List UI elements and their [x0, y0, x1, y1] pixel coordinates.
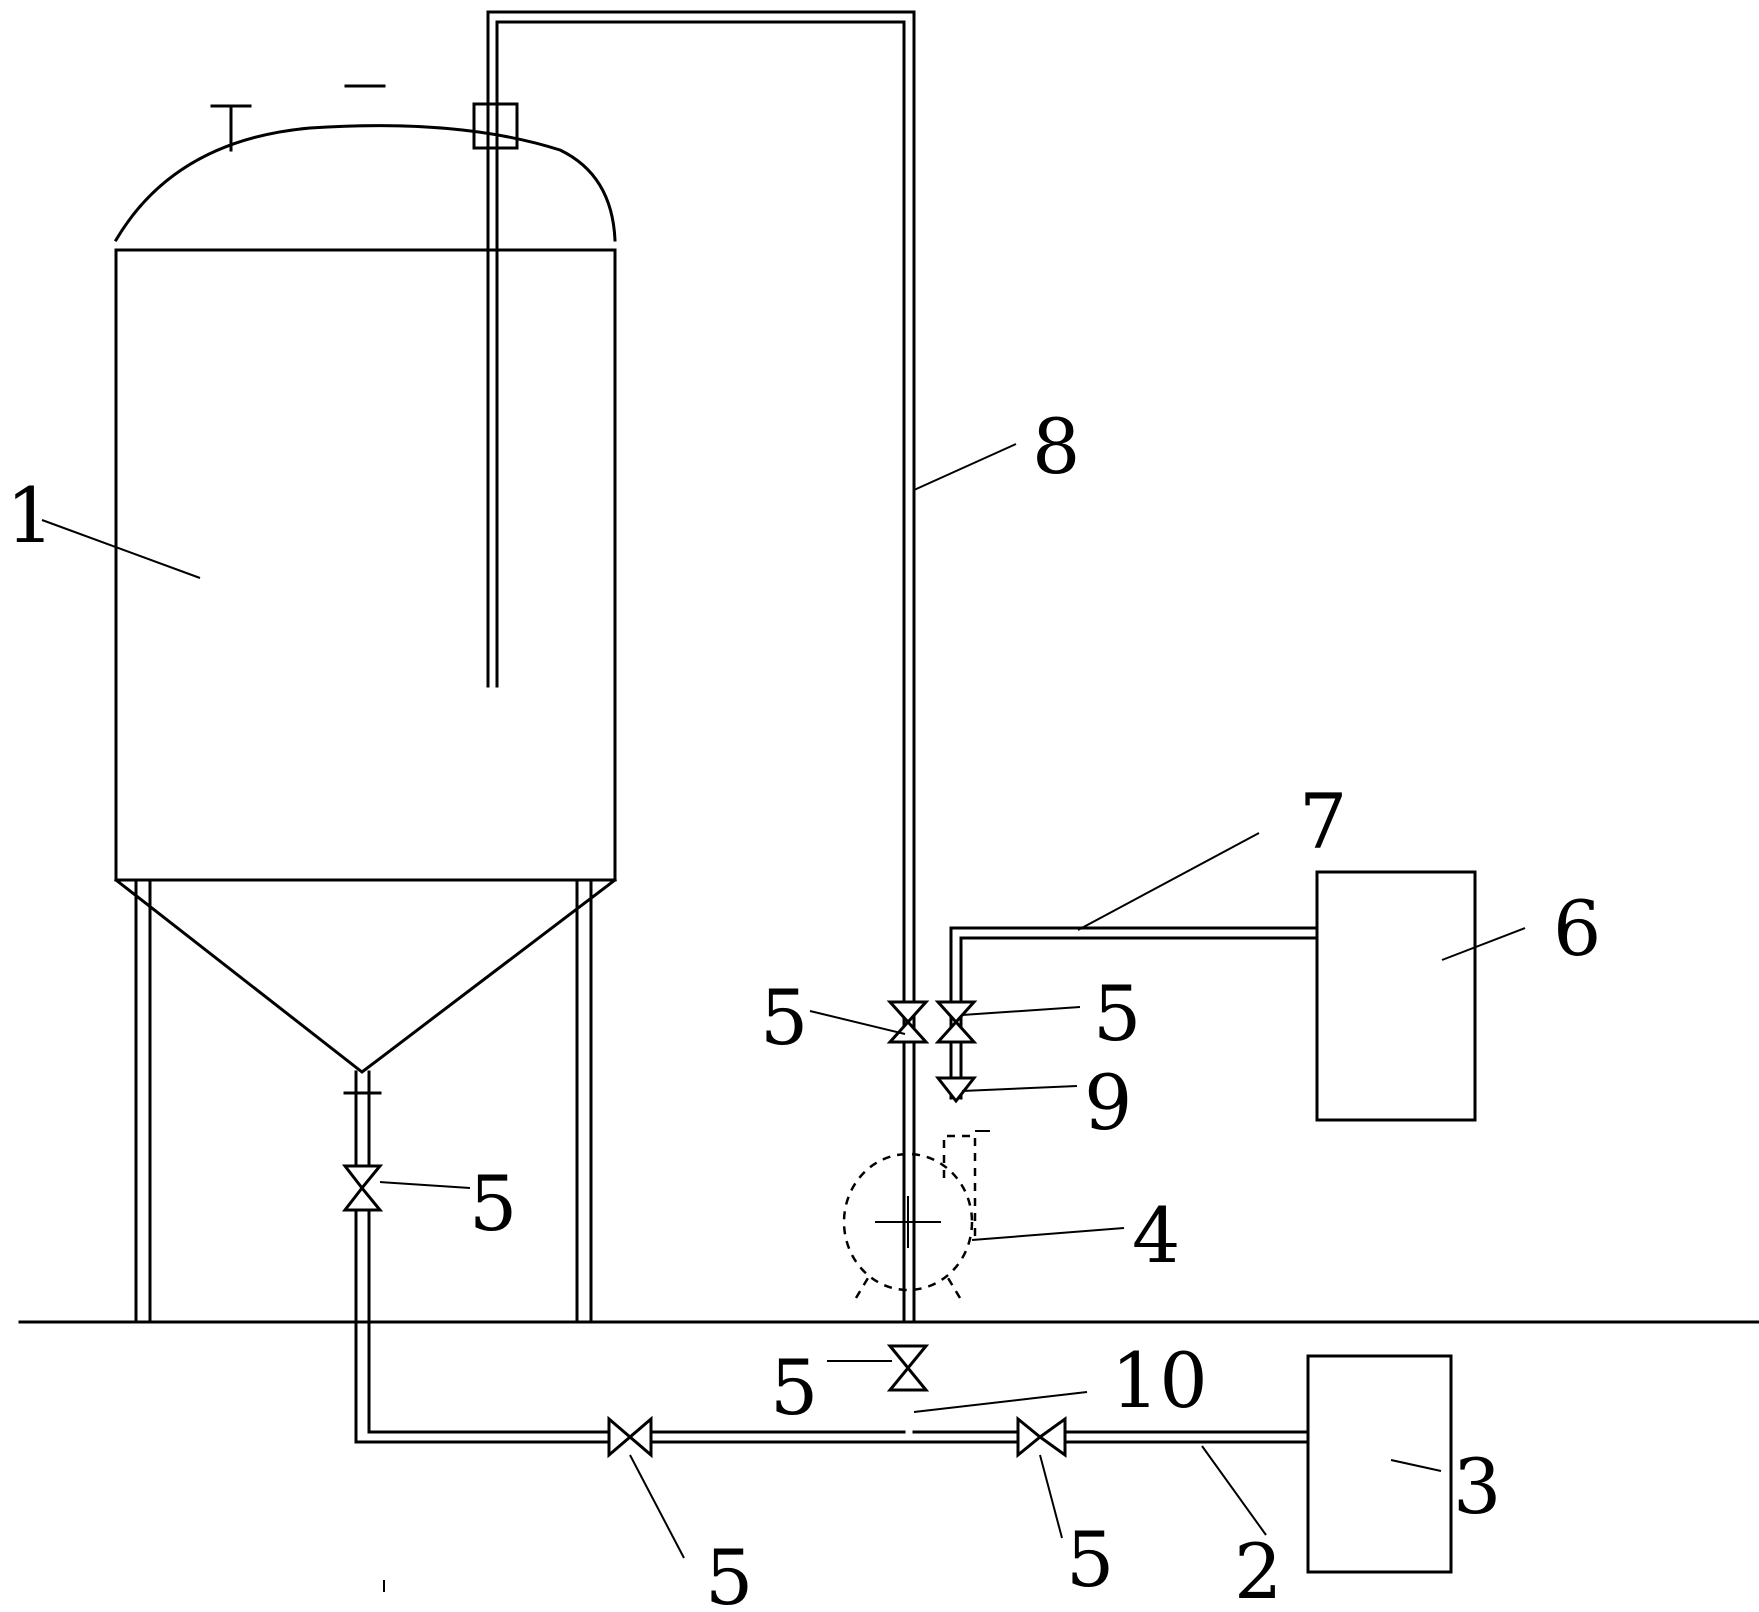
- valve-tank-outlet: [341, 1164, 384, 1212]
- label-5-tank-outlet: 5: [469, 1159, 517, 1248]
- leader-lines: [41, 443, 1526, 1559]
- label-2: 2: [1234, 1527, 1282, 1612]
- box-6: [1315, 870, 1477, 1122]
- label-5-bottom-right: 5: [1066, 1515, 1114, 1604]
- label-5-center-upper: 5: [760, 973, 808, 1062]
- label-5-bottom-left: 5: [705, 1533, 753, 1612]
- valve-center-upper: [886, 1000, 930, 1044]
- bottom-pipe: [649, 1430, 1310, 1444]
- pipe-8-path: [486, 10, 916, 1322]
- label-5-right-upper: 5: [1093, 969, 1141, 1058]
- valve-9: [934, 1076, 978, 1104]
- box-3: [1306, 1354, 1453, 1574]
- label-7: 7: [1299, 777, 1347, 866]
- label-5-center-lower: 5: [770, 1343, 818, 1432]
- label-9: 9: [1084, 1058, 1132, 1147]
- label-8: 8: [1032, 402, 1080, 491]
- tank-1: [113, 84, 618, 1324]
- tank-outlet-pipe: [343, 1070, 611, 1444]
- label-1: 1: [6, 471, 54, 560]
- label-10: 10: [1111, 1336, 1208, 1425]
- valve-bottom-left: [607, 1415, 653, 1459]
- pump-4: [842, 1130, 990, 1299]
- valve-right-upper: [934, 1000, 978, 1044]
- valve-center-lower: [886, 1344, 930, 1392]
- label-4: 4: [1132, 1191, 1180, 1280]
- valve-bottom-right: [1016, 1415, 1067, 1459]
- label-3: 3: [1453, 1442, 1501, 1531]
- pipe-7-path: [949, 926, 1319, 1100]
- label-6: 6: [1553, 884, 1601, 973]
